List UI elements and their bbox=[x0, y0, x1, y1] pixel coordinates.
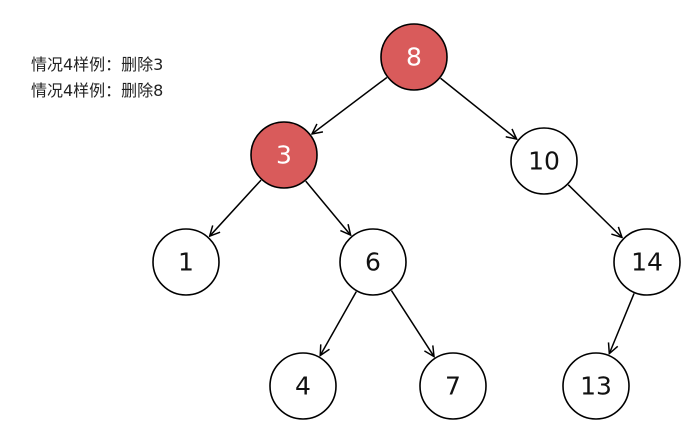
node-circle-7 bbox=[419, 352, 487, 420]
nodes-layer: 8 3 10 1 6 14 4 7 13 bbox=[152, 23, 681, 420]
tree-node-14: 14 bbox=[613, 228, 681, 296]
node-circle-4 bbox=[269, 352, 337, 420]
node-label-14: 14 bbox=[631, 248, 663, 277]
edge-3-to-6 bbox=[305, 180, 351, 235]
edge-8-to-10 bbox=[440, 77, 517, 139]
node-circle-8 bbox=[380, 23, 448, 91]
node-circle-1 bbox=[152, 228, 220, 296]
edge-6-to-4 bbox=[320, 291, 357, 356]
node-circle-3 bbox=[250, 121, 318, 189]
node-label-4: 4 bbox=[295, 372, 311, 401]
node-label-6: 6 bbox=[365, 248, 381, 277]
tree-node-7: 7 bbox=[419, 352, 487, 420]
tree-node-4: 4 bbox=[269, 352, 337, 420]
node-label-8: 8 bbox=[406, 43, 422, 72]
node-label-7: 7 bbox=[445, 372, 461, 401]
tree-node-8: 8 bbox=[380, 23, 448, 91]
tree-node-10: 10 bbox=[510, 127, 578, 195]
edge-10-to-14 bbox=[567, 184, 622, 238]
tree-node-1: 1 bbox=[152, 228, 220, 296]
caption-block: 情况4样例：删除3 情况4样例：删除8 bbox=[31, 52, 163, 104]
edges-layer bbox=[210, 76, 635, 357]
edge-6-to-7 bbox=[390, 290, 434, 357]
edge-8-to-3 bbox=[312, 76, 388, 133]
caption-delete-3: 情况4样例：删除3 bbox=[31, 55, 164, 74]
node-label-1: 1 bbox=[178, 248, 194, 277]
node-circle-6 bbox=[339, 228, 407, 296]
tree-node-6: 6 bbox=[339, 228, 407, 296]
tree-node-13: 13 bbox=[562, 352, 630, 420]
node-circle-14 bbox=[613, 228, 681, 296]
node-label-13: 13 bbox=[580, 372, 612, 401]
edge-3-to-1 bbox=[210, 179, 262, 236]
node-circle-13 bbox=[562, 352, 630, 420]
caption-delete-8: 情况4样例：删除8 bbox=[31, 81, 164, 100]
edge-14-to-13 bbox=[609, 293, 635, 353]
node-label-10: 10 bbox=[528, 147, 560, 176]
node-circle-10 bbox=[510, 127, 578, 195]
node-label-3: 3 bbox=[276, 141, 292, 170]
tree-node-3: 3 bbox=[250, 121, 318, 189]
